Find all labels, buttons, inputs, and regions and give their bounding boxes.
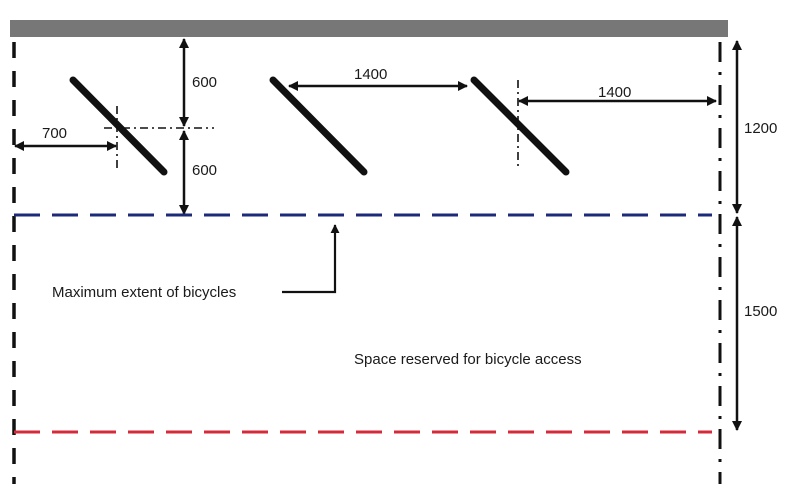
dim-label-600-upper: 600 [192,74,217,91]
bicycle-1 [69,76,168,176]
wall-bar [10,20,728,37]
bicycle-2 [269,76,368,176]
dim-label-1500: 1500 [744,303,777,320]
dim-label-1400-spacing: 1400 [354,66,387,83]
dim-label-1400-to-wall: 1400 [598,84,631,101]
dim-label-600-lower: 600 [192,162,217,179]
dim-label-1200: 1200 [744,120,777,137]
dim-label-700: 700 [42,125,67,142]
max-extent-label: Maximum extent of bicycles [52,284,236,301]
access-space-label: Space reserved for bicycle access [354,351,582,368]
bicycle-3 [470,76,570,176]
max-extent-leader [282,224,340,294]
